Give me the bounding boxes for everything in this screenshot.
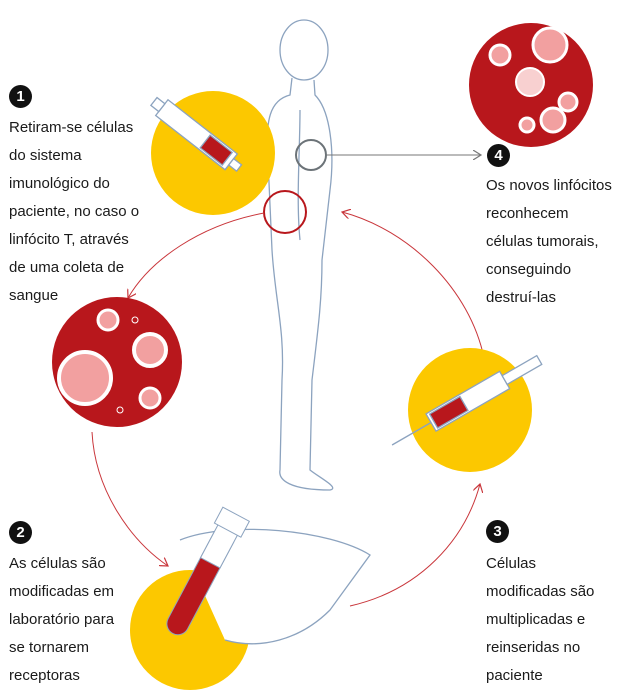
blood-cells-illustration (52, 297, 182, 427)
tumor-cells-illustration (469, 23, 593, 147)
syringe-collection-illustration (149, 91, 275, 215)
text-line: reconhecem (486, 205, 569, 222)
text-line: laboratório para (9, 611, 115, 628)
text-line: do sistema (9, 147, 82, 164)
step-1-badge: 1 (9, 85, 32, 108)
text-line: Retiram-se células (9, 119, 134, 136)
step-4-text: Os novos linfócitos reconhecem células t… (486, 172, 612, 312)
arrow-to-step3 (349, 484, 480, 607)
text-line: linfócito T, através (9, 231, 129, 248)
text-line: de uma coleta de (9, 259, 125, 276)
text-line: imunológico do (9, 175, 110, 192)
step-2-badge: 2 (9, 521, 32, 544)
text-line: paciente (486, 667, 543, 684)
text-line: modificadas em (9, 583, 115, 600)
blood-draw-site-marker (263, 190, 307, 234)
human-body-figure (266, 19, 334, 491)
text-line: destruí-las (486, 289, 557, 306)
step-1-text: Retiram-se células do sistema imunológic… (9, 114, 139, 310)
text-line: multiplicadas e (486, 611, 586, 628)
text-line: As células são (9, 555, 106, 572)
step-2-text: As células são modificadas em laboratóri… (9, 550, 114, 690)
arrow-to-body (342, 212, 485, 359)
text-line: células tumorais, (486, 233, 599, 250)
text-line: modificadas são (486, 583, 595, 600)
step-4-badge: 4 (487, 144, 510, 167)
step-3-badge: 3 (486, 520, 509, 543)
arrow-to-step2 (91, 431, 168, 566)
text-line: Células (486, 555, 537, 572)
step-3-text: Células modificadas são multiplicadas e … (486, 550, 594, 690)
syringe-reinsertion-illustration (391, 348, 543, 472)
tumor-site-marker (295, 139, 327, 171)
text-line: conseguindo (486, 261, 572, 278)
test-tube-illustration (130, 506, 371, 690)
text-line: reinseridas no (486, 639, 581, 656)
text-line: paciente, no caso o (9, 203, 140, 220)
arrow-step1-to-lab (128, 212, 265, 298)
text-line: se tornarem (9, 639, 90, 656)
text-line: Os novos linfócitos (486, 177, 612, 194)
text-line: sangue (9, 287, 59, 304)
text-line: receptoras (9, 667, 80, 684)
